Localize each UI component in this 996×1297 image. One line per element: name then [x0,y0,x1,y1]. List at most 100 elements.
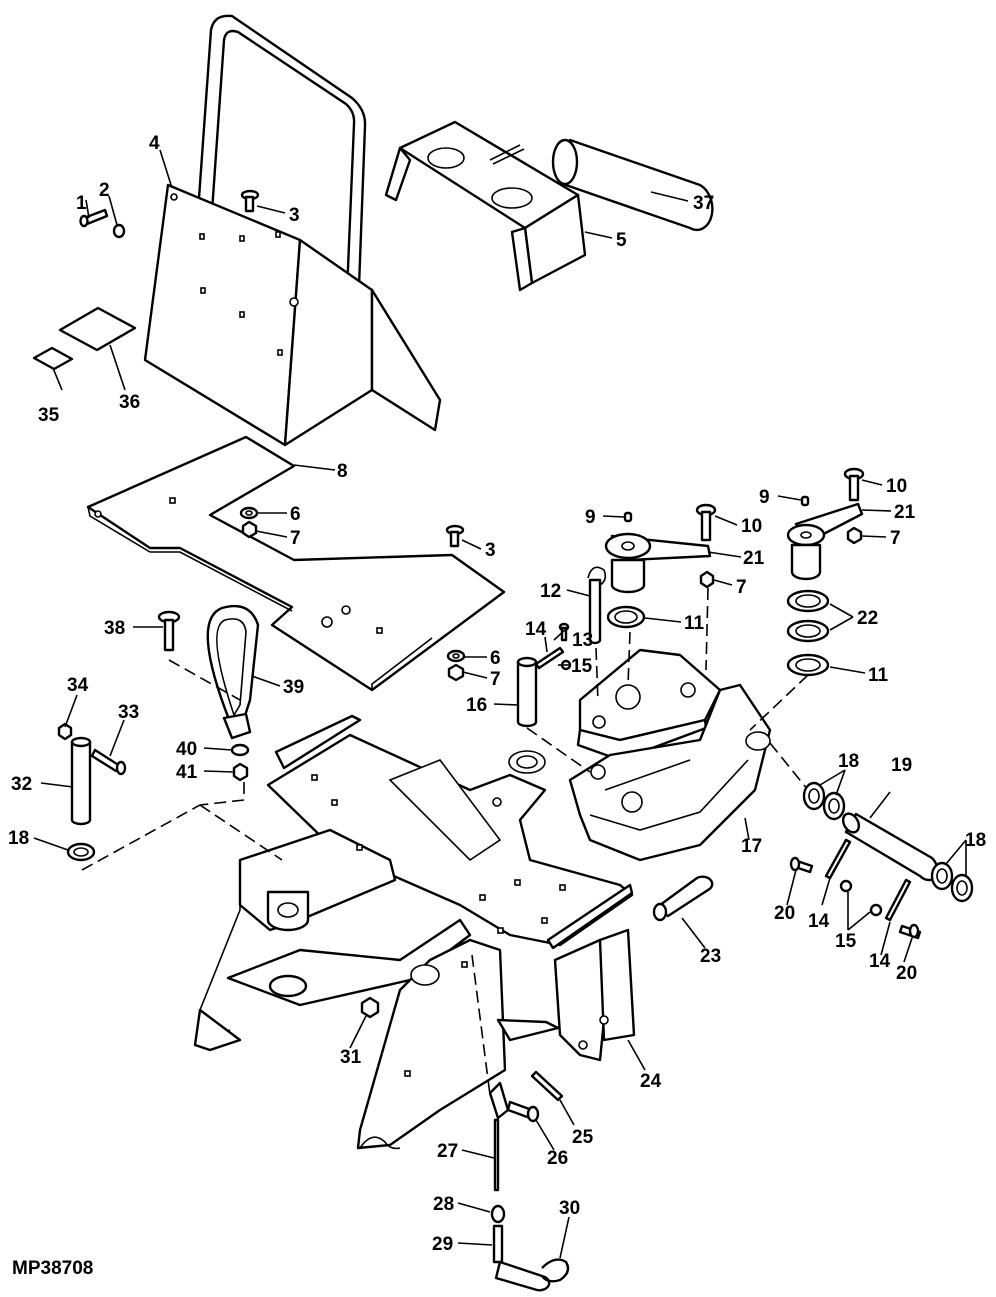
decal-35 [32,346,74,371]
callout-20: 20 [896,963,917,984]
washer-18-c [822,791,846,821]
washer-22-a [786,589,830,613]
callout-18: 18 [838,751,859,772]
callout-7: 7 [290,528,301,549]
callout-33: 33 [118,702,139,723]
callout-18: 18 [965,830,986,851]
callout-9: 9 [759,487,770,508]
callout-26: 26 [547,1148,568,1169]
callout-40: 40 [176,739,197,760]
floor-plate-8 [86,435,506,692]
callout-24: 24 [640,1071,662,1092]
main-frame [193,714,636,1150]
callout-28: 28 [433,1194,454,1215]
pin-14-b [824,838,852,880]
callout-labels: 1 2 3 4 37 5 35 36 8 6 7 3 9 10 21 7 9 1… [8,133,986,1255]
pin-14-a [534,646,565,670]
callout-30: 30 [559,1198,580,1219]
callout-25: 25 [572,1127,594,1148]
callout-15: 15 [835,931,857,952]
washer-6-b [446,649,466,663]
nut-7-b [447,663,465,682]
callout-19: 19 [891,755,912,776]
callout-18: 18 [8,828,29,849]
pin-32 [70,736,92,826]
pivot-casting-17 [568,648,772,862]
nut-41 [232,762,249,782]
strap-39 [206,604,260,740]
washer-2 [112,223,126,239]
callout-34: 34 [67,675,89,696]
pin-19 [841,812,939,882]
callout-21: 21 [743,548,765,569]
callout-11: 11 [684,613,705,634]
bracket-26 [488,1081,540,1123]
callout-4: 4 [149,133,160,154]
rod-27 [493,1118,500,1192]
callout-36: 36 [119,392,140,413]
pin-14-c [884,878,912,922]
nut-7-d [846,526,863,545]
nut-15-b [839,879,853,893]
pin-29 [492,1224,551,1292]
callout-10: 10 [886,476,907,497]
cylinder-37 [551,138,714,232]
nut-31 [360,996,380,1019]
bolt-3-floor [445,524,465,548]
callout-15: 15 [571,656,593,677]
figure-id-label: MP38708 [12,1258,94,1279]
pin-9-right [800,495,810,507]
callout-38: 38 [104,618,125,639]
callout-20: 20 [774,903,795,924]
callout-22: 22 [857,608,878,629]
pin-12 [587,566,607,645]
pin-25 [530,1070,564,1102]
callout-7: 7 [490,669,501,690]
callout-13: 13 [572,630,593,651]
callout-5: 5 [616,230,627,251]
callout-8: 8 [337,461,348,482]
callout-7: 7 [736,577,747,598]
nut-34 [57,722,73,741]
seat-panel [143,183,442,447]
callout-9: 9 [585,507,596,528]
callout-17: 17 [741,836,762,857]
callout-6: 6 [290,504,301,525]
callout-35: 35 [38,405,60,426]
washer-11-right [786,653,830,677]
callout-29: 29 [432,1234,453,1255]
callout-10: 10 [741,516,762,537]
bolt-1 [79,208,109,228]
callout-2: 2 [99,180,110,201]
callout-14: 14 [525,619,547,640]
callout-41: 41 [176,762,198,783]
bolt-38 [157,610,181,652]
pin-16 [516,656,538,728]
bolt-33 [90,748,127,776]
bolt-10-right [843,467,865,502]
callout-12: 12 [540,581,561,602]
arm-21-right [786,502,864,581]
nut-15-c [869,903,883,917]
leader-lines [33,149,967,1259]
callout-14: 14 [808,911,830,932]
callout-39: 39 [283,677,304,698]
callout-31: 31 [340,1047,362,1068]
nut-7-a [241,520,258,539]
callout-3: 3 [289,205,300,226]
pin-23 [652,875,714,922]
arm-21-left [604,532,712,594]
callout-23: 23 [700,946,721,967]
bracket-5 [384,120,587,292]
callout-27: 27 [437,1141,458,1162]
callout-3: 3 [485,540,496,561]
clip-30 [541,1258,570,1283]
nut-7-c [699,570,715,589]
callout-32: 32 [11,774,32,795]
bolt-10-left [695,503,717,542]
washer-22-b [786,619,830,643]
washer-11-left [606,605,646,629]
washer-18-b [802,781,826,811]
callout-1: 1 [76,193,87,214]
